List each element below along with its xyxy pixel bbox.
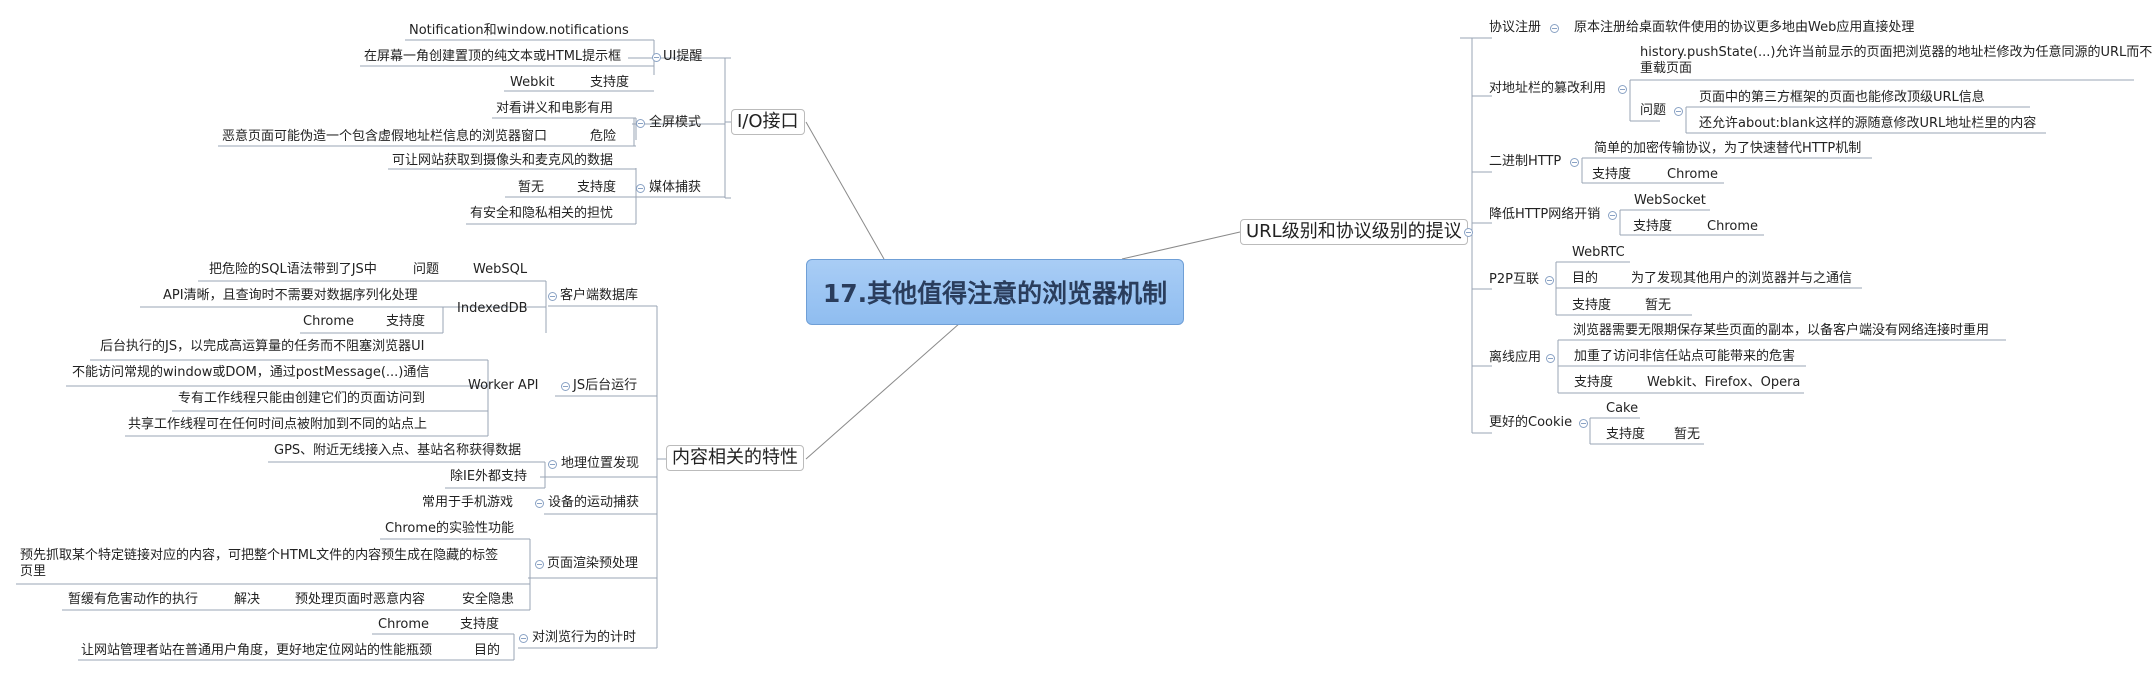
url-bin[interactable]: 二进制HTTP [1489, 154, 1562, 169]
url-p2p[interactable]: P2P互联 [1489, 272, 1539, 287]
url-net-ws: WebSocket [1634, 193, 1706, 208]
io-ui-n2: 在屏幕一角创建置顶的纯文本或HTML提示框 [364, 49, 622, 64]
url-cookie-cake: Cake [1606, 401, 1639, 416]
collapse-icon[interactable] [535, 560, 544, 569]
io-media-none: 暂无 [518, 180, 545, 195]
content-worker-n2: 不能访问常规的window或DOM，通过postMessage(...)通信 [72, 365, 430, 380]
content-motion[interactable]: 设备的运动捕获 [548, 495, 640, 510]
io-ui-support: 支持度 [590, 75, 630, 90]
io-ui-n1: Notification和window.notifications [409, 23, 629, 38]
url-cookie-none: 暂无 [1674, 427, 1701, 442]
collapse-icon[interactable] [636, 119, 645, 128]
io-media-n2: 有安全和隐私相关的担忧 [470, 206, 614, 221]
url-offline[interactable]: 离线应用 [1489, 350, 1542, 365]
content-websql-n1: 把危险的SQL语法带到了JS中 [209, 262, 377, 277]
content-pr-n3: 暂缓有危害动作的执行 [68, 592, 199, 607]
url-p2p-rtc: WebRTC [1572, 245, 1625, 260]
url-proto-n1: 原本注册给桌面软件使用的协议更多地由Web应用直接处理 [1574, 20, 1915, 35]
url-p2p-goal: 目的 [1572, 271, 1599, 286]
url-net-support: 支持度 [1633, 219, 1673, 234]
root-topic[interactable]: 17.其他值得注意的浏览器机制 [806, 259, 1184, 325]
url-off-browsers: Webkit、Firefox、Opera [1647, 375, 1801, 390]
collapse-icon[interactable] [561, 382, 570, 391]
io-ui[interactable]: UI提醒 [663, 49, 703, 64]
branch-io[interactable]: I/O接口 [731, 109, 805, 135]
io-fs-n2: 恶意页面可能伪造一个包含虚假地址栏信息的浏览器窗口 [222, 129, 548, 144]
collapse-icon[interactable] [535, 499, 544, 508]
content-timing-goal: 目的 [474, 643, 501, 658]
url-bin-support: 支持度 [1592, 167, 1632, 182]
content-timing[interactable]: 对浏览行为的计时 [532, 630, 637, 645]
content-idb-chrome: Chrome [303, 314, 354, 329]
io-ui-webkit: Webkit [510, 75, 555, 90]
content-prerender[interactable]: 页面渲染预处理 [547, 556, 639, 571]
content-websql: WebSQL [473, 262, 528, 277]
collapse-icon[interactable] [636, 184, 645, 193]
content-pr-risk: 预处理页面时恶意内容 [295, 592, 426, 607]
url-addr-n1: history.pushState(...)允许当前显示的页面把浏览器的地址栏修… [1640, 45, 2152, 76]
collapse-icon[interactable] [548, 292, 557, 301]
content-idb-n1: API清晰，且查询时不需要对数据序列化处理 [163, 288, 418, 303]
content-timing-support: 支持度 [460, 617, 500, 632]
url-p2p-none: 暂无 [1645, 298, 1672, 313]
url-proto[interactable]: 协议注册 [1489, 20, 1542, 35]
io-fs-n1: 对看讲义和电影有用 [496, 101, 614, 116]
url-p2p-goal-n: 为了发现其他用户的浏览器并与之通信 [1631, 271, 1853, 286]
collapse-icon[interactable] [1674, 107, 1683, 116]
content-storage[interactable]: 客户端数据库 [560, 288, 639, 303]
collapse-icon[interactable] [1579, 419, 1588, 428]
collapse-icon[interactable] [519, 634, 528, 643]
content-worker-n4: 共享工作线程可在任何时间点被附加到不同的站点上 [128, 417, 428, 432]
io-fs-danger: 危险 [590, 129, 617, 144]
collapse-icon[interactable] [1618, 85, 1627, 94]
url-net-chrome: Chrome [1707, 219, 1758, 234]
collapse-icon[interactable] [1464, 228, 1473, 237]
collapse-icon[interactable] [1570, 158, 1579, 167]
content-pr-solve: 解决 [234, 592, 261, 607]
content-pr-n2: 预先抓取某个特定链接对应的内容，可把整个HTML文件的内容预生成在隐藏的标签页里 [20, 548, 499, 579]
content-indexeddb: IndexedDB [457, 301, 528, 316]
content-worker: Worker API [468, 378, 539, 393]
content-geo-n2: 除IE外都支持 [450, 469, 528, 484]
content-idb-support: 支持度 [386, 314, 426, 329]
collapse-icon[interactable] [1546, 354, 1555, 363]
collapse-icon[interactable] [1608, 211, 1617, 220]
url-net[interactable]: 降低HTTP网络开销 [1489, 207, 1601, 222]
collapse-icon[interactable] [1550, 24, 1559, 33]
url-off-n2: 加重了访问非信任站点可能带来的危害 [1574, 349, 1796, 364]
url-p2p-support: 支持度 [1572, 298, 1612, 313]
io-media[interactable]: 媒体捕获 [649, 180, 702, 195]
collapse-icon[interactable] [1545, 276, 1554, 285]
content-geo[interactable]: 地理位置发现 [561, 456, 640, 471]
url-cookie-support: 支持度 [1606, 427, 1646, 442]
content-js[interactable]: JS后台运行 [573, 378, 638, 393]
content-geo-n1: GPS、附近无线接入点、基站名称获得数据 [274, 443, 522, 458]
content-timing-n1: 让网站管理者站在普通用户角度，更好地定位网站的性能瓶颈 [81, 643, 433, 658]
url-bin-n1: 简单的加密传输协议，为了快速替代HTTP机制 [1594, 141, 1862, 156]
io-fs[interactable]: 全屏模式 [649, 115, 702, 130]
content-worker-n1: 后台执行的JS，以完成高运算量的任务而不阻塞浏览器UI [100, 339, 425, 354]
content-pr-n1: Chrome的实验性功能 [385, 521, 514, 536]
collapse-icon[interactable] [652, 53, 661, 62]
io-media-support: 支持度 [577, 180, 617, 195]
branch-content[interactable]: 内容相关的特性 [666, 445, 804, 471]
url-addr-i2: 还允许about:blank这样的源随意修改URL地址栏里的内容 [1699, 116, 2037, 131]
url-bin-chrome: Chrome [1667, 167, 1718, 182]
url-off-n1: 浏览器需要无限期保存某些页面的副本，以备客户端没有网络连接时重用 [1573, 323, 1990, 338]
content-timing-chrome: Chrome [378, 617, 429, 632]
url-addr-issue: 问题 [1640, 103, 1667, 118]
url-cookie[interactable]: 更好的Cookie [1489, 415, 1573, 430]
io-media-n1: 可让网站获取到摄像头和麦克风的数据 [392, 153, 614, 168]
url-addr[interactable]: 对地址栏的篡改利用 [1489, 81, 1607, 96]
branch-url[interactable]: URL级别和协议级别的提议 [1240, 219, 1468, 245]
content-pr-security: 安全隐患 [462, 592, 515, 607]
collapse-icon[interactable] [548, 460, 557, 469]
url-addr-i1: 页面中的第三方框架的页面也能修改顶级URL信息 [1699, 90, 1985, 105]
content-websql-issue: 问题 [413, 262, 440, 277]
content-motion-n1: 常用于手机游戏 [422, 495, 514, 510]
url-off-support: 支持度 [1574, 375, 1614, 390]
content-worker-n3: 专有工作线程只能由创建它们的页面访问到 [178, 391, 426, 406]
